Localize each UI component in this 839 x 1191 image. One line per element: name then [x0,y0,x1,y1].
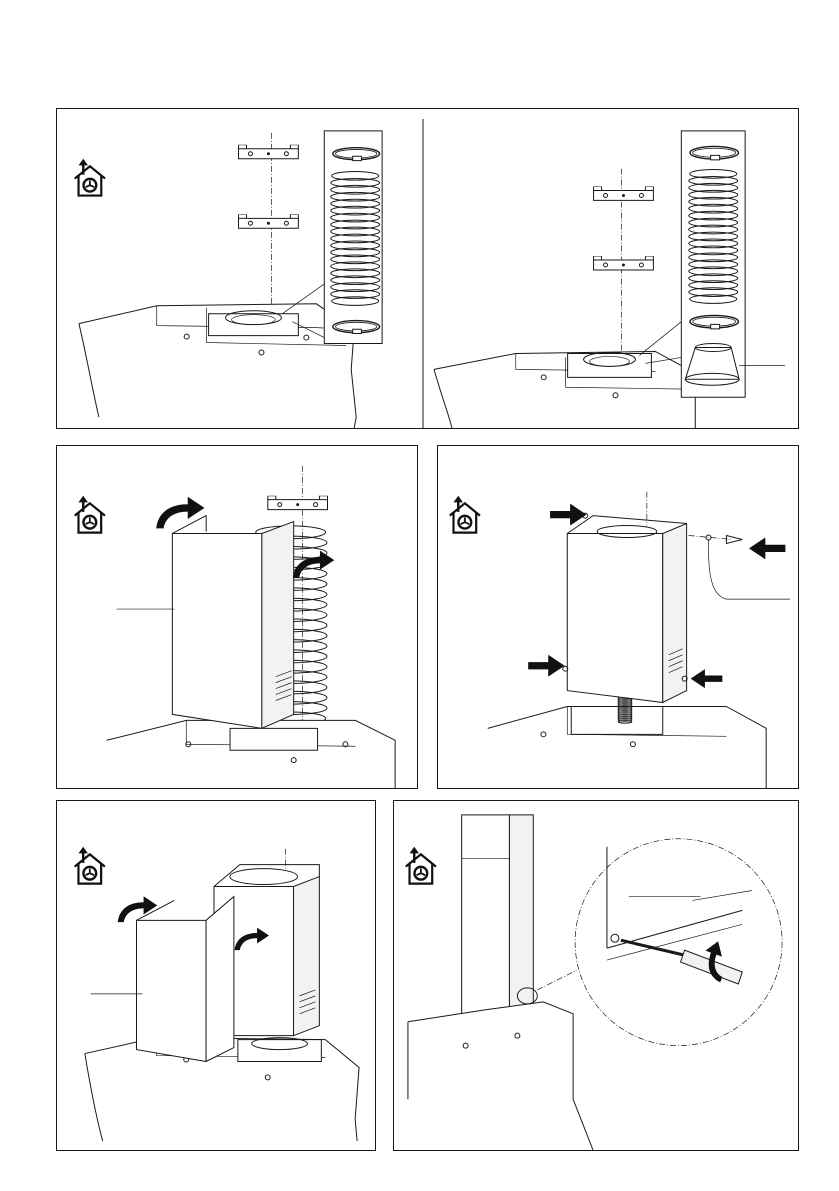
step-panel-5 [56,800,376,1151]
step-6-illustration [394,801,798,1150]
step-4-illustration [438,446,798,788]
ducting-mode-icon [75,496,105,533]
steps-1-2-illustration [57,109,798,428]
step-3-illustration [57,446,417,788]
step-panel-3 [56,445,418,789]
zoom-detail-circle [575,839,782,1046]
step-panel-1-2 [56,108,799,429]
step-panel-6 [393,800,799,1151]
step-5-illustration [57,801,375,1150]
ducting-mode-icon [450,496,480,533]
ducting-mode-icon [406,847,436,884]
step-panel-4 [437,445,799,789]
ducting-mode-icon [75,847,105,884]
ducting-mode-icon [75,159,105,196]
